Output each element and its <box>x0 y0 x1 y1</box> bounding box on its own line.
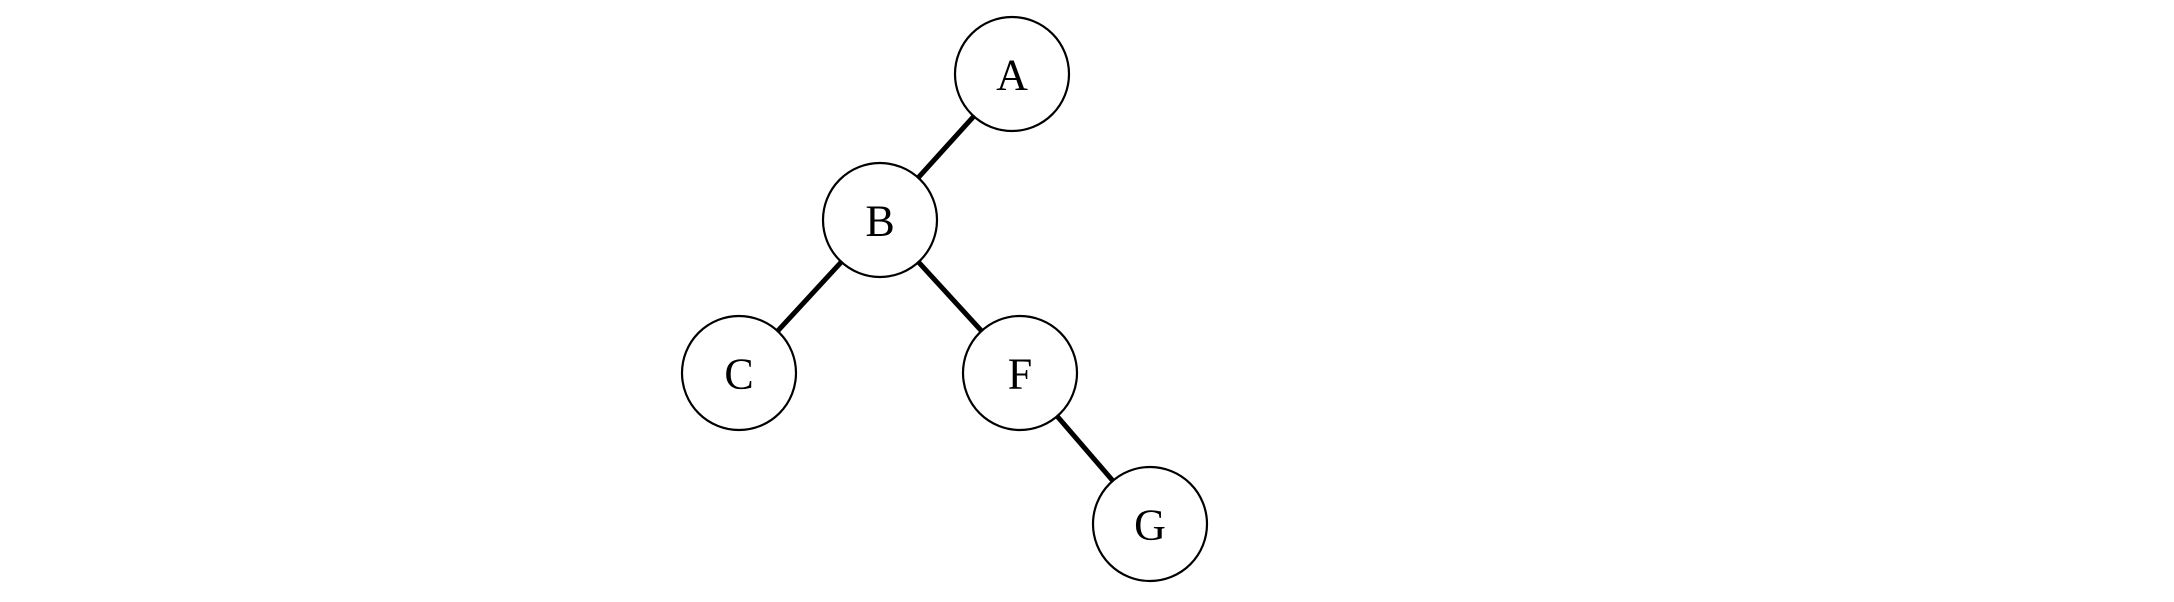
graph-node-circle-g[interactable] <box>1091 465 1209 583</box>
graph-node-a[interactable]: A <box>953 15 1071 133</box>
graph-edge-f-g <box>1055 414 1115 483</box>
graph-node-f[interactable]: F <box>961 314 1079 432</box>
graph-edge-a-b <box>916 114 976 180</box>
graph-node-circle-a[interactable] <box>953 15 1071 133</box>
graph-node-c[interactable]: C <box>680 314 798 432</box>
nodes-layer: ABC FG <box>680 15 1209 583</box>
graph-node-circle-f[interactable] <box>961 314 1079 432</box>
graph-node-g[interactable]: G <box>1091 465 1209 583</box>
edges-layer <box>775 114 1115 483</box>
graph-edge-b-c <box>775 260 844 333</box>
graph-node-circle-b[interactable] <box>821 161 939 279</box>
graph-node-circle-c[interactable] <box>680 314 798 432</box>
graph-edge-b-f <box>916 260 984 333</box>
graph-node-b[interactable]: B <box>821 161 939 279</box>
